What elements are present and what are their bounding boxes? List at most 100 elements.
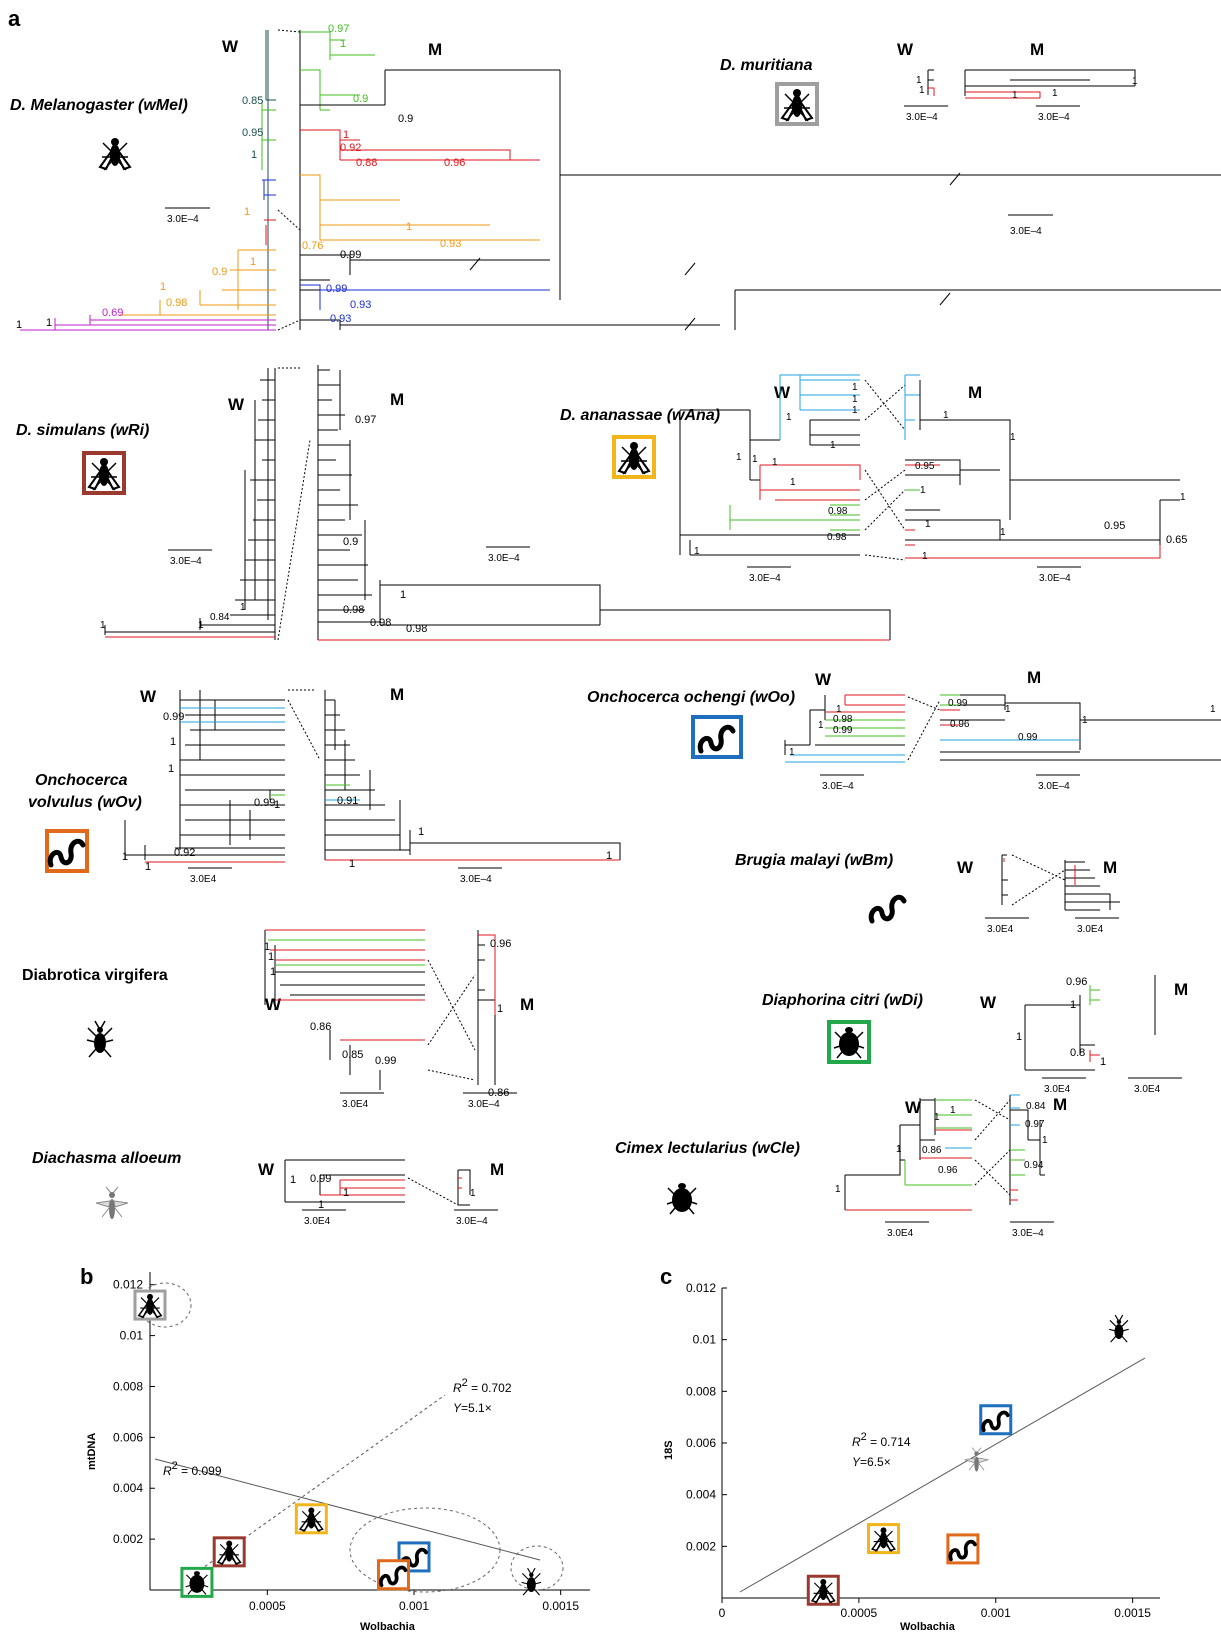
- tree-m-dvir: 0.96 1 0.86: [478, 930, 511, 1099]
- svg-text:0.99: 0.99: [254, 797, 275, 809]
- tree-w-label: W: [957, 858, 974, 877]
- scale-bar: 3.0E–4: [747, 567, 791, 584]
- tree-w-label: W: [905, 1098, 922, 1117]
- tree-m-label: M: [1030, 40, 1044, 59]
- svg-text:0.69: 0.69: [102, 307, 123, 319]
- wasp-icon: [96, 1187, 128, 1219]
- y-tick-label: 0.012: [686, 1281, 716, 1295]
- scale-bar: 3.0E4: [985, 918, 1029, 935]
- scale-bar: 3.0E4: [188, 868, 232, 885]
- svg-text:1: 1: [786, 412, 792, 423]
- y-tick-label: 0.006: [113, 1430, 143, 1444]
- svg-text:3.0E–4: 3.0E–4: [1038, 781, 1070, 792]
- svg-text:0.99: 0.99: [948, 698, 968, 709]
- scale-bar: 3.0E–4: [168, 550, 212, 567]
- svg-text:3.0E–4: 3.0E–4: [906, 112, 938, 123]
- svg-text:0.95: 0.95: [1104, 520, 1125, 532]
- svg-text:0.93: 0.93: [350, 299, 371, 311]
- species-label-dmur: D. muritiana: [720, 57, 813, 74]
- bedbug-icon: [667, 1183, 697, 1214]
- svg-text:1: 1: [772, 457, 778, 468]
- svg-text:1: 1: [1180, 492, 1186, 503]
- data-point: [1109, 1315, 1129, 1342]
- point-icon: [522, 1568, 542, 1595]
- tree-m-label: M: [968, 383, 982, 402]
- x-tick-label: 0.001: [981, 1606, 1011, 1620]
- fly-icon: [619, 442, 649, 474]
- svg-text:0.96: 0.96: [938, 1165, 958, 1176]
- svg-text:1: 1: [418, 826, 424, 838]
- svg-text:1: 1: [122, 851, 128, 863]
- tree-m-label: M: [1103, 858, 1117, 877]
- svg-text:1: 1: [470, 1188, 476, 1199]
- worm-icon: [871, 897, 904, 921]
- svg-text:1: 1: [1000, 527, 1006, 538]
- beetle-icon: [87, 1021, 113, 1057]
- svg-text:1: 1: [1070, 999, 1076, 1011]
- svg-text:3.0E–4: 3.0E–4: [468, 1099, 500, 1110]
- y-tick-label: 0.01: [120, 1329, 144, 1343]
- svg-text:3.0E–4: 3.0E–4: [456, 1216, 488, 1227]
- tree-connector: [1012, 855, 1065, 905]
- svg-text:0.96: 0.96: [1066, 976, 1087, 988]
- svg-text:1: 1: [251, 149, 257, 161]
- scale-bar: 3.0E–4: [1008, 215, 1053, 237]
- tree-w-label: W: [228, 395, 245, 414]
- svg-text:1: 1: [100, 620, 106, 631]
- svg-text:1: 1: [343, 1187, 349, 1199]
- svg-text:3.0E–4: 3.0E–4: [1039, 573, 1071, 584]
- y-tick-label: 0.008: [686, 1384, 716, 1398]
- svg-text:1: 1: [943, 410, 949, 421]
- x-tick-label: 0: [719, 1606, 726, 1620]
- svg-text:0.98: 0.98: [166, 297, 187, 309]
- data-point: [214, 1538, 244, 1566]
- svg-text:0.91: 0.91: [337, 795, 358, 807]
- svg-text:0.93: 0.93: [440, 238, 461, 250]
- tree-w-bmal: [1002, 855, 1008, 905]
- svg-text:1: 1: [244, 206, 250, 218]
- species-label-dmel: D. Melanogaster (wMel): [10, 97, 188, 114]
- tree-m-dana: 1 0.95 1 1 1 1 0.95 1 0.65 1: [905, 375, 1187, 562]
- svg-text:0.85: 0.85: [342, 1049, 363, 1061]
- svg-text:0.94: 0.94: [1024, 1160, 1044, 1171]
- x-tick-label: 0.001: [399, 1599, 429, 1613]
- svg-text:1: 1: [497, 1003, 503, 1015]
- x-tick-label: 0.0015: [1114, 1606, 1151, 1620]
- svg-text:0.9: 0.9: [398, 113, 413, 125]
- svg-text:0.98: 0.98: [833, 714, 853, 725]
- svg-text:0.96: 0.96: [950, 719, 970, 730]
- tree-m-label: M: [490, 1160, 504, 1179]
- data-point: [948, 1535, 978, 1563]
- scale-bar: 3.0E–4: [458, 868, 502, 885]
- tree-connector: [865, 380, 905, 560]
- tree-w-dmur: 1 1: [916, 70, 934, 96]
- species-label-clec: Cimex lectularius (wCle): [615, 1140, 800, 1157]
- data-point: [808, 1576, 838, 1604]
- svg-text:1: 1: [1052, 88, 1058, 99]
- support-values-ovol-w: 0.99 1 1 0.99 1 0.92 1 1: [122, 711, 280, 873]
- tree-w-label: W: [774, 383, 791, 402]
- scale-bar: 3.0E4: [302, 1210, 346, 1227]
- tree-w-dall: 1 0.99 1 1: [285, 1160, 405, 1211]
- r2-label-all: R2 = 0.099: [163, 1460, 222, 1478]
- species-label-ooch: Onchocerca ochengi (wOo): [587, 689, 795, 706]
- x-axis-label: Wolbachia: [360, 1621, 416, 1633]
- svg-text:3.0E4: 3.0E4: [987, 924, 1014, 935]
- svg-text:0.85: 0.85: [242, 95, 263, 107]
- scale-bar: 3.0E–4: [1036, 106, 1080, 123]
- scale-bar: 3.0E4: [885, 1222, 929, 1239]
- bedbug-icon: [834, 1027, 864, 1058]
- svg-text:1: 1: [340, 38, 346, 50]
- svg-text:1: 1: [1082, 715, 1088, 726]
- fly-icon: [782, 89, 812, 121]
- tree-w-dana: [680, 375, 860, 555]
- svg-text:1: 1: [852, 394, 858, 405]
- svg-text:0.95: 0.95: [915, 461, 935, 472]
- tree-w-label: W: [265, 995, 282, 1014]
- svg-text:1: 1: [830, 440, 836, 451]
- svg-text:1: 1: [1012, 90, 1018, 101]
- tree-w-label: W: [897, 40, 914, 59]
- svg-text:3.0E–4: 3.0E–4: [1012, 1228, 1044, 1239]
- tree-connector: [278, 30, 300, 330]
